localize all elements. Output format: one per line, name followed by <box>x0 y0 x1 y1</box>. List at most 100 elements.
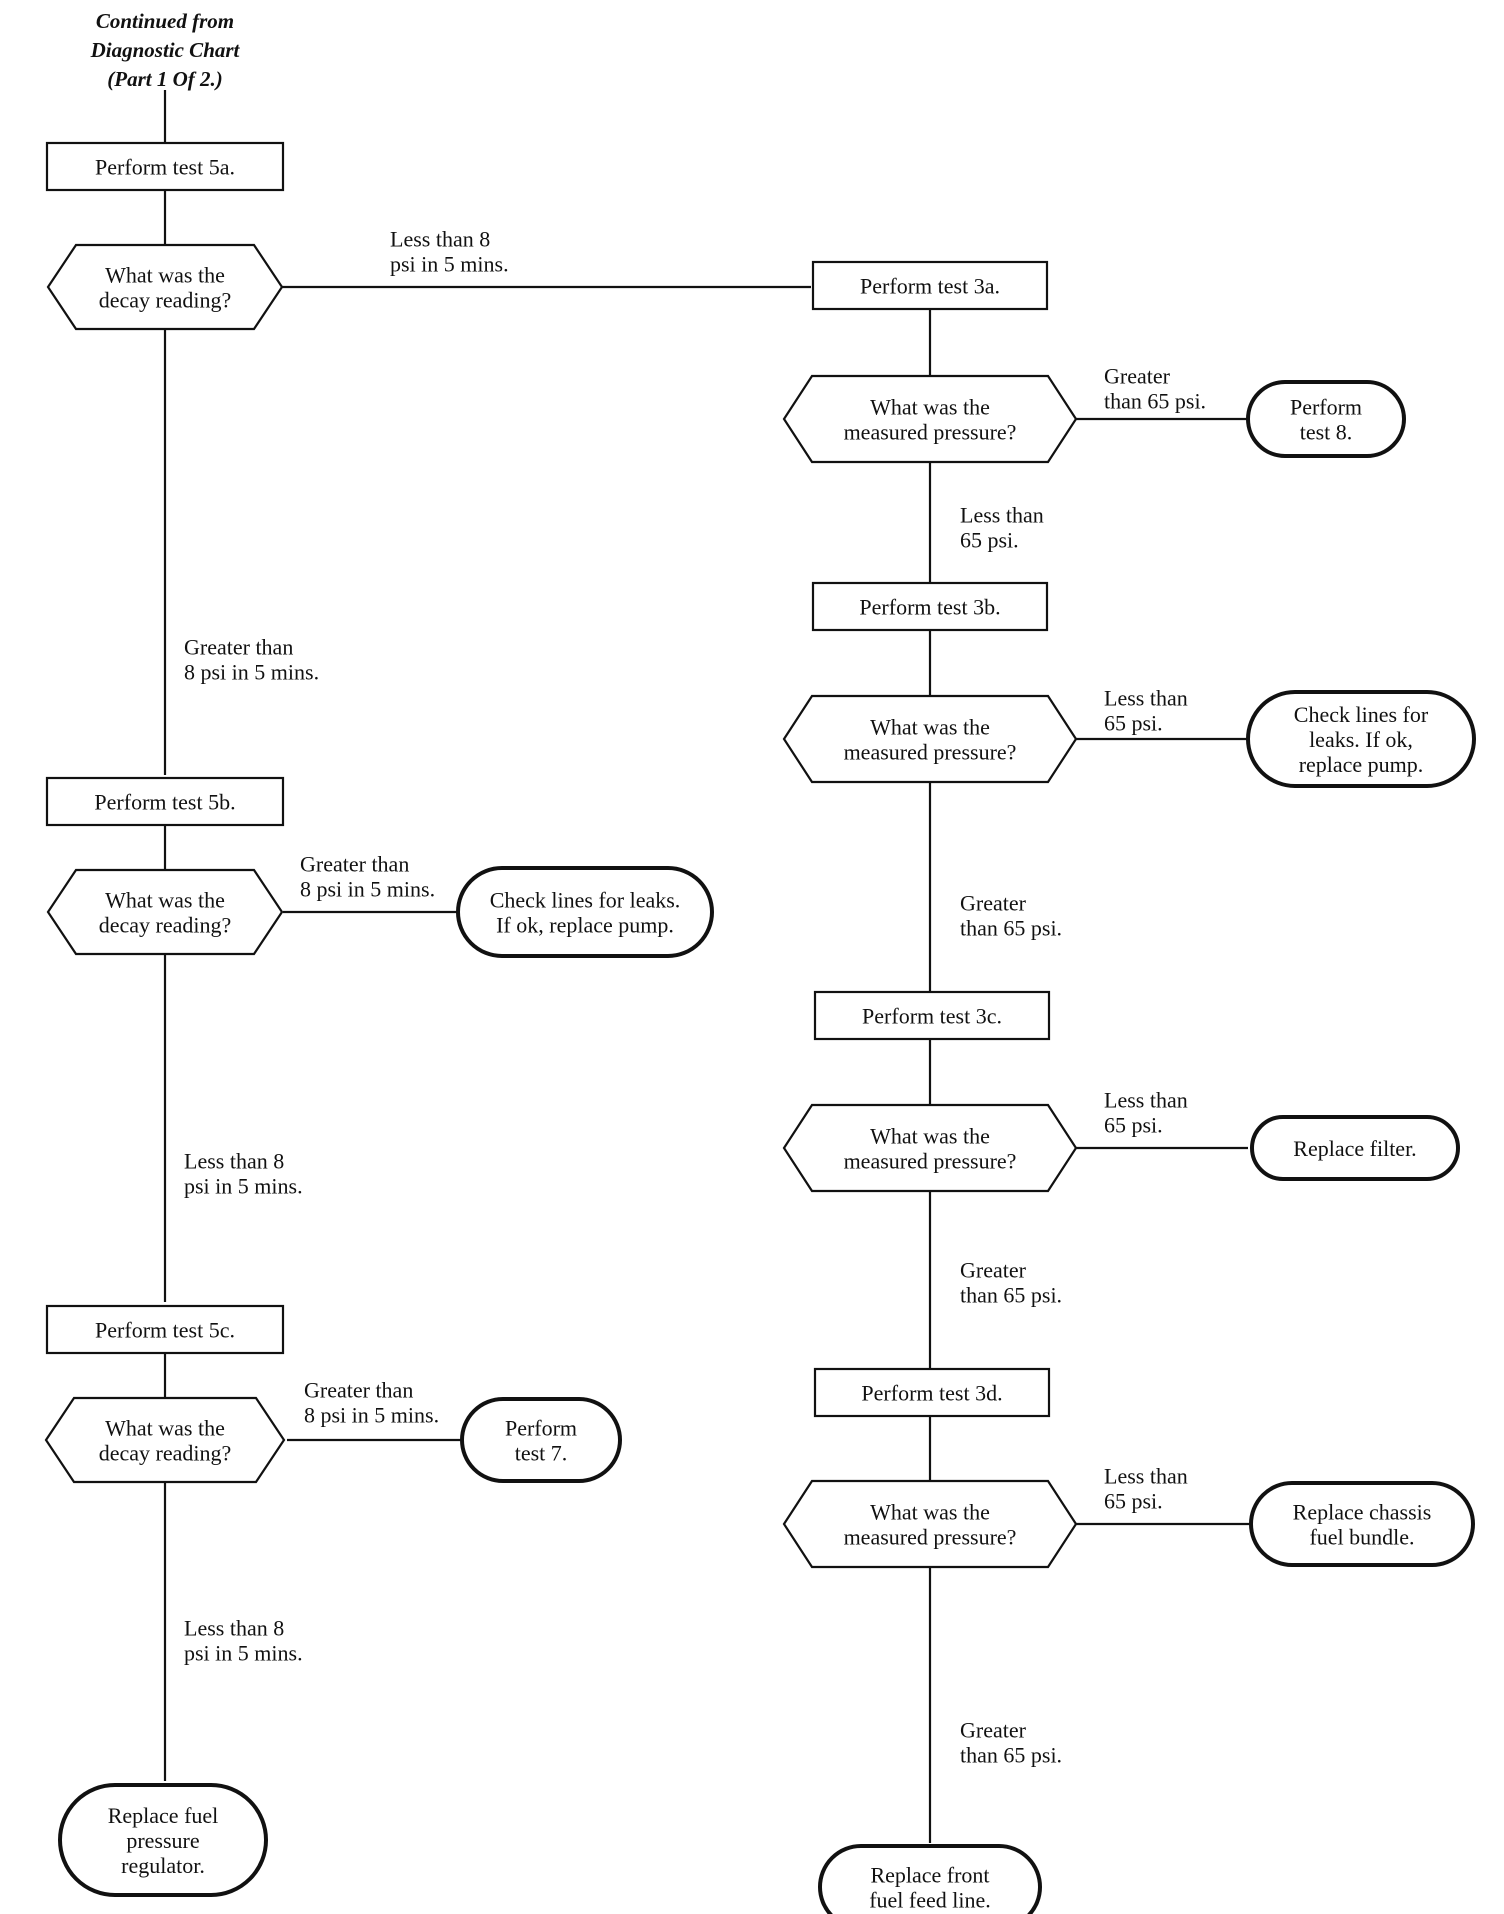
edge-label-press3_down-line: than 65 psi. <box>960 1282 1062 1307</box>
process-text-test5c: Perform test 5c. <box>95 1317 235 1342</box>
edge-label-decay1_right-line: Less than 8 <box>390 226 490 251</box>
node-shapes <box>44 141 1476 1914</box>
decision-text-decay3-line: What was the <box>105 1415 225 1440</box>
edge-label-decay1_down-line: Greater than <box>184 634 293 659</box>
process-box-test3d <box>813 1367 1051 1418</box>
continued-header-line: (Part 1 Of 2.) <box>107 67 222 91</box>
terminal-text-end_bundle-line: fuel bundle. <box>1309 1524 1414 1549</box>
edge-label-decay2_right-line: 8 psi in 5 mins. <box>300 876 435 901</box>
terminal-end_test8 <box>1246 380 1406 458</box>
terminal-end_check_leaks_left <box>456 866 714 958</box>
process-text-test5b: Perform test 5b. <box>94 789 235 814</box>
process-box-test5b <box>45 776 285 827</box>
edge-label-decay2_right-line: Greater than <box>300 851 409 876</box>
decision-text-decay2-line: decay reading? <box>99 912 232 937</box>
process-text-test3d: Perform test 3d. <box>861 1380 1002 1405</box>
decision-text-press2-line: measured pressure? <box>844 739 1017 764</box>
decision-shape-press2 <box>782 694 1078 784</box>
edge-label-decay3_right-line: Greater than <box>304 1377 413 1402</box>
edge-label-press1_right-line: than 65 psi. <box>1104 388 1206 413</box>
edge-label-decay3_right-line: 8 psi in 5 mins. <box>304 1402 439 1427</box>
process-text-test5a: Perform test 5a. <box>95 154 235 179</box>
terminal-end_feed_line <box>818 1844 1042 1914</box>
edge-label-press2_right-line: Less than <box>1104 685 1188 710</box>
terminal-text-end_check_leaks_right-line: leaks. If ok, <box>1309 727 1413 752</box>
terminal-end_bundle <box>1249 1481 1475 1567</box>
terminal-text-end_filter-line: Replace filter. <box>1293 1136 1416 1161</box>
terminal-text-end_regulator-line: Replace fuel <box>108 1803 219 1828</box>
edge-label-press1_down-line: 65 psi. <box>960 527 1019 552</box>
decision-shape-press1 <box>782 374 1078 464</box>
process-text-test3b-line: Perform test 3b. <box>859 594 1000 619</box>
edge-label-press3_down-line: Greater <box>960 1257 1027 1282</box>
edge-label-press4_down-line: Greater <box>960 1717 1027 1742</box>
terminal-text-end_test8-line: Perform <box>1290 394 1362 419</box>
decision-text-press4-line: measured pressure? <box>844 1524 1017 1549</box>
process-text-test3d-line: Perform test 3d. <box>861 1380 1002 1405</box>
decision-shape-decay2 <box>46 868 284 956</box>
terminal-end_regulator <box>58 1783 268 1897</box>
process-box-test3a <box>811 260 1049 311</box>
edge-label-press4_right-line: Less than <box>1104 1463 1188 1488</box>
process-text-test5a-line: Perform test 5a. <box>95 154 235 179</box>
terminal-text-end_check_leaks_left-line: If ok, replace pump. <box>496 912 674 937</box>
terminal-text-end_filter: Replace filter. <box>1293 1136 1416 1161</box>
decision-text-press4-line: What was the <box>870 1499 990 1524</box>
terminal-text-end_regulator-line: regulator. <box>121 1853 205 1878</box>
edge-label-decay2_down-line: psi in 5 mins. <box>184 1173 303 1198</box>
process-box-test3c <box>813 990 1051 1041</box>
process-box-test5a <box>45 141 285 192</box>
edge-label-press2_down-line: Greater <box>960 890 1027 915</box>
edge-label-press4_right-line: 65 psi. <box>1104 1488 1163 1513</box>
decision-text-decay3-line: decay reading? <box>99 1440 232 1465</box>
edge-label-press2_down-line: than 65 psi. <box>960 915 1062 940</box>
edge-label-decay3_down-line: Less than 8 <box>184 1615 284 1640</box>
process-text-test3c-line: Perform test 3c. <box>862 1003 1002 1028</box>
edge-label-decay3_down-line: psi in 5 mins. <box>184 1640 303 1665</box>
terminal-text-end_test8-line: test 8. <box>1300 419 1353 444</box>
terminal-end_test7 <box>460 1397 622 1483</box>
terminal-text-end_regulator-line: pressure <box>126 1828 199 1853</box>
connector-lines <box>163 90 1249 1843</box>
edge-label-press3_right-line: 65 psi. <box>1104 1112 1163 1137</box>
decision-text-decay2-line: What was the <box>105 887 225 912</box>
edge-label-decay2_down-line: Less than 8 <box>184 1148 284 1173</box>
process-text-test3a-line: Perform test 3a. <box>860 273 1000 298</box>
terminal-text-end_bundle-line: Replace chassis <box>1293 1499 1432 1524</box>
decision-text-decay1-line: What was the <box>105 262 225 287</box>
edge-label-decay1_down-line: 8 psi in 5 mins. <box>184 659 319 684</box>
edge-label-press1_right-line: Greater <box>1104 363 1171 388</box>
process-text-test3a: Perform test 3a. <box>860 273 1000 298</box>
terminal-text-end_feed_line-line: fuel feed line. <box>869 1887 991 1912</box>
continued-header-line: Diagnostic Chart <box>90 38 241 62</box>
terminal-end_filter <box>1250 1115 1460 1181</box>
edge-label-press1_down-line: Less than <box>960 502 1044 527</box>
decision-shape-decay3 <box>44 1396 286 1484</box>
terminal-text-end_check_leaks_right-line: Check lines for <box>1294 702 1429 727</box>
process-box-test3b <box>811 581 1049 632</box>
terminal-text-end_test7-line: Perform <box>505 1415 577 1440</box>
